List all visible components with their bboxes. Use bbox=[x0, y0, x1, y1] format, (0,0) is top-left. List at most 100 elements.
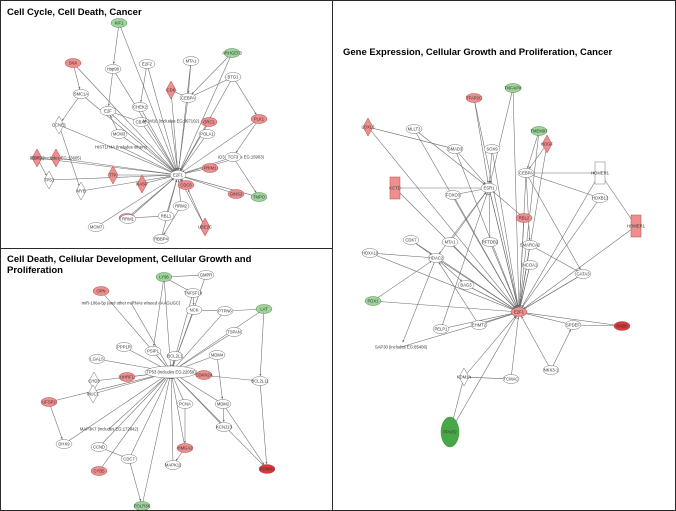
gene-node[interactable]: PDX1 bbox=[364, 296, 382, 306]
gene-node[interactable]: DHX9 bbox=[55, 439, 73, 449]
gene-node[interactable]: PPAP2 bbox=[440, 416, 460, 448]
gene-node[interactable]: MLLT3 bbox=[405, 124, 423, 134]
gene-node[interactable]: KIF1 bbox=[110, 18, 128, 28]
gene-node[interactable]: NCOA1 bbox=[521, 260, 539, 270]
gene-node[interactable]: PSIP1 bbox=[144, 346, 162, 356]
gene-node[interactable]: PRIM1 bbox=[201, 163, 219, 173]
gene-node[interactable]: HDGF bbox=[541, 134, 553, 154]
gene-node[interactable]: TP53 (includes EG:22059) bbox=[144, 365, 198, 379]
gene-node[interactable]: CDKN2A bbox=[196, 370, 213, 380]
gene-node[interactable]: MYB bbox=[75, 181, 87, 201]
gene-node[interactable]: CYB5 bbox=[90, 466, 108, 476]
gene-node[interactable]: TMPO bbox=[250, 192, 268, 202]
gene-node[interactable]: CDK7 bbox=[402, 235, 420, 245]
gene-node[interactable]: TCMAC bbox=[502, 374, 520, 384]
gene-node[interactable]: UFSP2 bbox=[40, 397, 58, 407]
gene-node[interactable]: TCF3 bbox=[224, 152, 242, 162]
gene-node[interactable]: KCNJ13 bbox=[215, 422, 232, 432]
gene-node[interactable]: LY96 bbox=[155, 272, 173, 282]
gene-node[interactable]: POLR3K bbox=[134, 501, 151, 511]
gene-node[interactable]: PPP1R bbox=[115, 342, 133, 352]
gene-node[interactable]: LOXL2 bbox=[361, 117, 375, 137]
gene-node[interactable]: SMAD3 bbox=[446, 144, 464, 154]
gene-node[interactable]: ID3 (includes EG:15903) bbox=[218, 155, 264, 160]
gene-node[interactable]: RFTDB2 bbox=[481, 237, 499, 247]
gene-node[interactable]: BAG3 bbox=[457, 280, 475, 290]
gene-node[interactable]: PTPN6 bbox=[216, 306, 234, 316]
gene-node[interactable]: ARHGEF3 bbox=[222, 48, 243, 58]
gene-node[interactable]: PLK1 bbox=[250, 114, 268, 124]
gene-node[interactable]: MCM3 bbox=[110, 129, 128, 139]
gene-node[interactable]: MDM4 bbox=[208, 350, 226, 360]
gene-node[interactable]: CDK bbox=[165, 80, 177, 100]
gene-node[interactable]: SNX bbox=[64, 58, 82, 68]
gene-node[interactable]: SOX9 bbox=[483, 144, 501, 154]
gene-node[interactable]: E2F1 bbox=[169, 170, 187, 180]
gene-node[interactable]: KDM1A bbox=[457, 367, 472, 387]
gene-node[interactable]: LAT bbox=[255, 304, 273, 314]
gene-node[interactable]: GATA3 bbox=[574, 269, 592, 279]
gene-node[interactable]: CCNE1 bbox=[52, 115, 67, 135]
gene-node[interactable]: EHMT2 bbox=[470, 320, 488, 330]
gene-node[interactable]: TTK bbox=[107, 165, 119, 185]
gene-node[interactable]: TP53 bbox=[43, 170, 55, 190]
gene-node[interactable]: CHEK2 bbox=[131, 102, 149, 112]
gene-node[interactable]: GMPR bbox=[197, 270, 215, 280]
gene-node[interactable]: OPN bbox=[92, 286, 110, 296]
gene-node[interactable]: RRM2 bbox=[172, 201, 190, 211]
gene-node[interactable]: TMEM97 bbox=[531, 126, 549, 136]
gene-node[interactable]: UHRF1 bbox=[118, 372, 136, 382]
gene-node[interactable]: KCTD bbox=[389, 176, 401, 200]
gene-node[interactable]: TSPAN bbox=[225, 327, 243, 337]
gene-node[interactable]: BCL2L11 bbox=[251, 376, 269, 386]
gene-node[interactable]: HDAC2 bbox=[427, 253, 445, 263]
gene-node[interactable]: RAB5 bbox=[613, 321, 631, 331]
gene-node[interactable]: MCM10 (includes EG:367102) bbox=[143, 119, 200, 124]
gene-node[interactable]: FOXM1 bbox=[258, 464, 276, 474]
gene-node[interactable]: GINS2 bbox=[227, 189, 245, 199]
gene-node[interactable]: E2F2 bbox=[138, 59, 156, 69]
gene-node[interactable]: E2F bbox=[99, 106, 117, 116]
gene-node[interactable]: HIST1H4A (includes others) bbox=[95, 145, 148, 150]
gene-node[interactable]: CDC6 bbox=[177, 180, 195, 190]
gene-node[interactable]: MUC1 bbox=[87, 384, 100, 404]
gene-node[interactable]: CBX5 bbox=[132, 117, 150, 127]
gene-node[interactable]: HMGA2 bbox=[176, 443, 194, 453]
gene-node[interactable]: RRM1 bbox=[119, 214, 137, 224]
gene-node[interactable]: TNFSF10 bbox=[184, 288, 203, 298]
gene-node[interactable]: MCM7 bbox=[87, 222, 105, 232]
gene-node[interactable]: PELP1 bbox=[432, 324, 450, 334]
gene-node[interactable]: HOXA10 bbox=[362, 248, 379, 258]
gene-node[interactable]: RBL2 bbox=[515, 213, 533, 223]
gene-node[interactable]: TFAP2C bbox=[465, 93, 483, 103]
gene-node[interactable]: BCL2L1 bbox=[166, 351, 184, 361]
gene-node[interactable]: MAP3K7 (includes EG:172842) bbox=[80, 427, 139, 432]
gene-node[interactable]: ECT2 (includes EG:13605) bbox=[31, 148, 82, 168]
gene-node[interactable]: E2F1 bbox=[510, 307, 528, 317]
gene-node[interactable]: UBE2C bbox=[198, 217, 212, 237]
gene-node[interactable]: SMC1A bbox=[72, 89, 90, 99]
gene-node[interactable]: FOXO1 bbox=[30, 148, 45, 168]
gene-node[interactable]: CDC7 bbox=[120, 454, 138, 464]
gene-node[interactable]: TNFAIP8 bbox=[505, 83, 523, 93]
gene-node[interactable]: CCND bbox=[90, 442, 108, 452]
gene-node[interactable]: NASP bbox=[136, 174, 148, 194]
gene-node[interactable]: SPDEF bbox=[564, 320, 582, 330]
gene-node[interactable]: CEBPA bbox=[517, 168, 535, 178]
gene-node[interactable]: LGALS bbox=[88, 354, 106, 364]
gene-node[interactable]: BTG1 bbox=[224, 72, 242, 82]
gene-node[interactable]: MTA1 bbox=[182, 56, 200, 66]
gene-node[interactable]: RBL1 bbox=[157, 211, 175, 221]
gene-node[interactable]: SMARCA2 bbox=[520, 240, 541, 250]
gene-node[interactable]: NCK bbox=[185, 305, 203, 315]
gene-node[interactable]: RBBP4 bbox=[152, 234, 170, 244]
gene-node[interactable]: MDM2 bbox=[214, 399, 232, 409]
gene-node[interactable]: CEBPA bbox=[179, 93, 197, 103]
gene-node[interactable]: FOXO3 bbox=[444, 190, 462, 200]
gene-node[interactable]: miR-106a-5p (and other miRNAs w/seed AAA… bbox=[82, 301, 181, 306]
gene-node[interactable]: SAP30 (includes EG:85406) bbox=[375, 345, 428, 350]
gene-node[interactable]: HOMER1 bbox=[591, 161, 610, 185]
gene-node[interactable]: NKX3-1 bbox=[542, 365, 560, 375]
gene-node[interactable]: MAPK11 bbox=[164, 460, 182, 470]
gene-node[interactable]: Hsp90 bbox=[104, 64, 122, 74]
